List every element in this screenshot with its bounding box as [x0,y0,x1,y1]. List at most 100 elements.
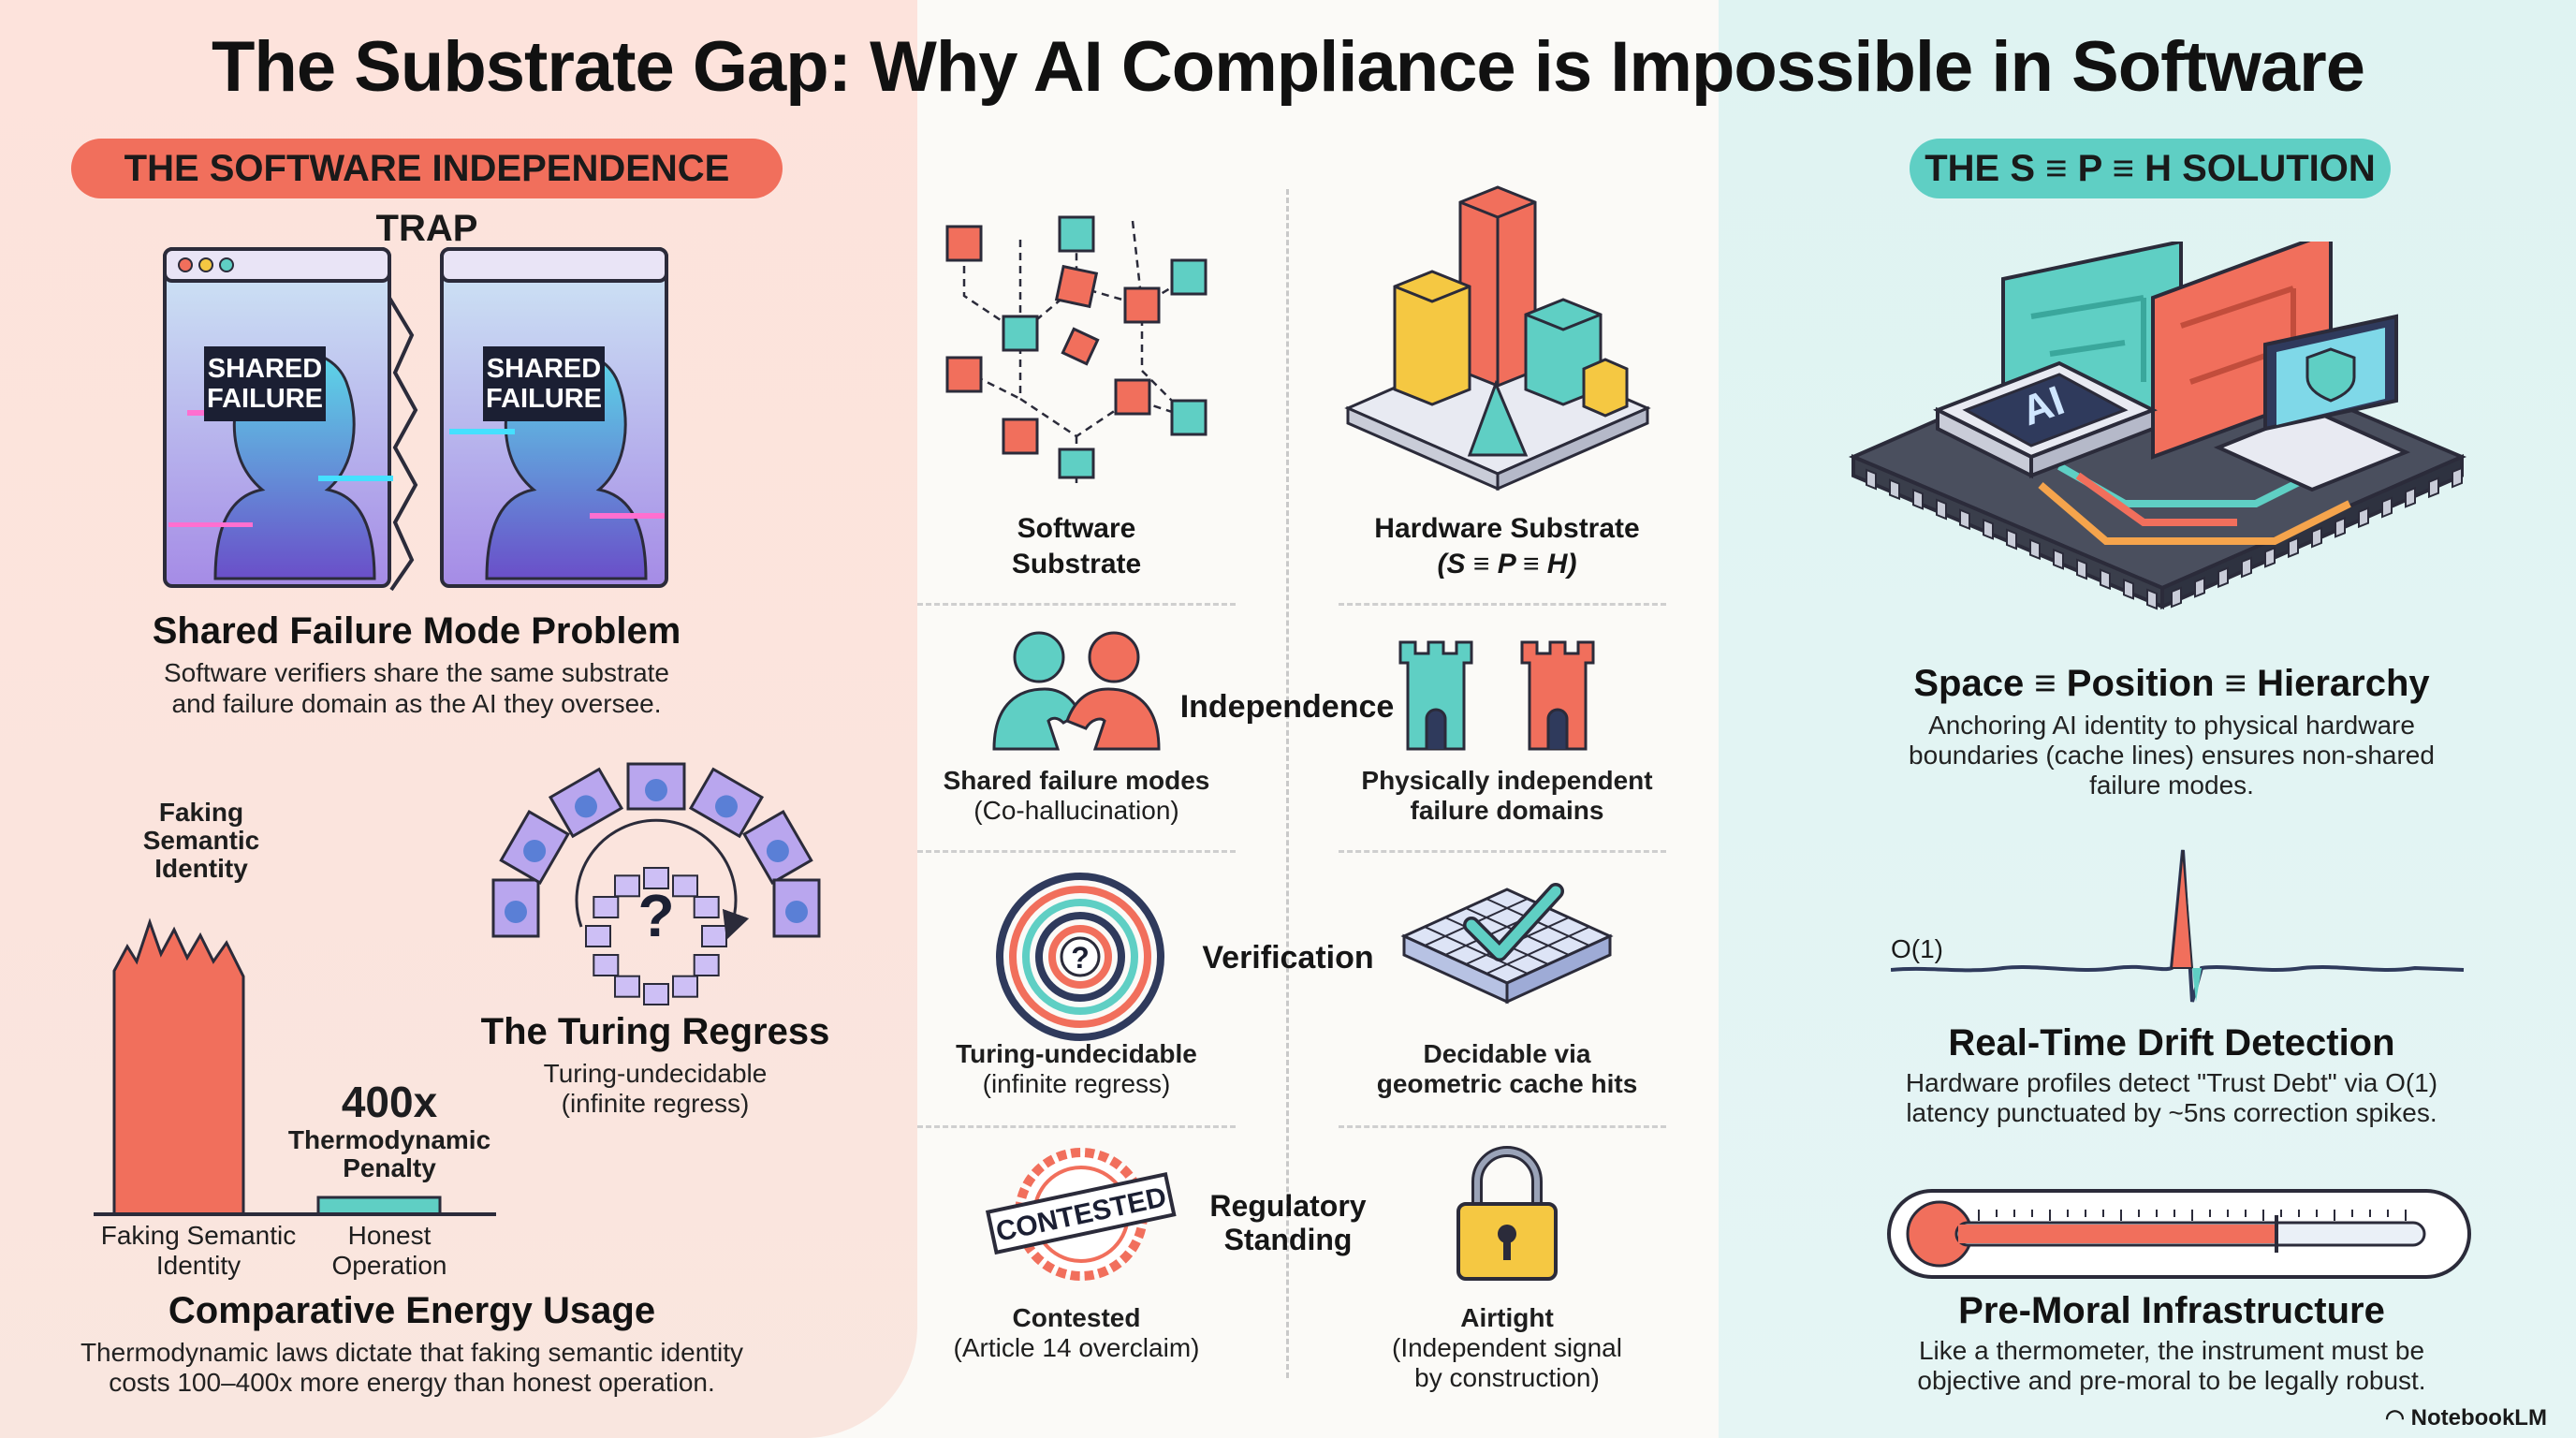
regress-window-inner [672,975,698,998]
bar-faking-semantic-identity [112,917,245,1216]
regress-window-inner [585,925,611,947]
penalty-label-line1: Thermodynamic [287,1125,491,1154]
energy-body-line2: costs 100–400x more energy than honest o… [109,1368,715,1397]
sph-solution-pill: THE S ≡ P ≡ H SOLUTION [1910,139,2391,198]
axis-label-faking-line2: Identity [155,1251,242,1280]
window-label-right-line2: FAILURE [486,384,602,414]
window-label-right-line1: SHARED [487,354,601,384]
moral-body-line1: Like a thermometer, the instrument must … [1918,1336,2425,1365]
notebooklm-branding: ◠ NotebookLM [2385,1404,2572,1431]
axis-label-honest-line1: Honest [347,1221,432,1250]
regress-window-head [505,901,527,923]
turing-regress-illustration: ? [491,762,821,1005]
decidable-line2: geometric cache hits [1376,1069,1638,1098]
chip-pin [2405,486,2416,508]
penalty-value: 400x [341,1078,438,1126]
hardware-substrate-line1: Hardware Substrate [1374,513,1640,544]
spiral-regress-icon: ? [996,873,1164,1041]
turing-undecidable-line2: (infinite regress) [982,1069,1171,1098]
shared-failure-windows-illustration: SHARED FAILURE SHARED FAILURE [163,247,668,592]
physical-domains-line1: Physically independent [1361,766,1653,795]
airtight-line1: Airtight [1460,1303,1554,1332]
regress-window-inner [672,874,698,898]
chip-pin [1912,488,1924,510]
chip-pin [2311,526,2322,549]
regress-window-head [766,840,789,862]
chip-pin [2076,558,2087,580]
center-divider-2-right [1339,850,1666,853]
regress-window-head [645,779,667,801]
sph-body-line1: Anchoring AI identity to physical hardwa… [1928,711,2415,740]
hardware-chip-illustration: AI [1848,242,2467,610]
energy-body-line1: Thermodynamic laws dictate that faking s… [80,1338,744,1367]
chip-pin [2100,568,2111,591]
spiral-question-mark: ? [1071,941,1090,975]
chip-pin [2381,496,2393,519]
regulatory-label-line1: Regulatory [1209,1189,1367,1223]
bar-honest-operation [316,1196,442,1216]
chip-pin [1889,478,1900,501]
software-trap-pill: THE SOFTWARE INDEPENDENCE TRAP [71,139,783,249]
sph-heading: Space ≡ Position ≡ Hierarchy [1913,663,2430,704]
chip-pin [1983,518,1994,540]
shared-failure-body-line1: Software verifiers share the same substr… [163,658,669,687]
thermometer-icon [1887,1189,2471,1279]
chip-pin [2288,536,2299,559]
shared-modes-line2: (Co-hallucination) [973,796,1179,825]
regress-window-inner [643,867,669,889]
shared-failure-body-line2: and failure domain as the AI they overse… [171,689,662,718]
regress-window-inner [593,954,620,976]
regress-window-head [523,840,547,862]
moral-body-line2: objective and pre-moral to be legally ro… [1917,1366,2426,1395]
physical-domains-line2: failure domains [1410,796,1604,825]
contested-line1: Contested [1012,1303,1141,1332]
window-label-left-line1: SHARED [208,354,322,384]
regress-window-inner [593,896,620,918]
drift-body-line2: latency punctuated by ~5ns correction sp… [1906,1098,2437,1127]
shared-modes-line1: Shared failure modes [943,766,1210,795]
software-substrate-line1: Software [1017,513,1136,544]
window-label-left-line2: FAILURE [207,384,323,414]
shared-failure-heading: Shared Failure Mode Problem [152,610,681,652]
chip-pin [2194,576,2205,598]
faking-label-line2: Semantic [142,826,260,855]
software-substrate-graph-icon [945,215,1208,483]
latency-o1-label: O(1) [1891,934,1943,963]
padlock-icon [1456,1146,1558,1281]
chip-pin [2217,566,2229,589]
regress-window-inner [614,975,640,998]
faking-label-line1: Faking [158,798,244,827]
chip-pin [2006,528,2017,550]
chip-pin [2428,477,2439,499]
cache-grid-check-icon [1400,883,1614,1005]
airtight-line2: (Independent signal [1392,1333,1622,1362]
regress-window-inner [701,925,727,947]
center-divider-1-right [1339,603,1666,606]
verification-label: Verification [1202,940,1374,976]
turing-undecidable-line1: Turing-undecidable [956,1039,1197,1068]
chip-pin [2358,506,2369,529]
moral-heading: Pre-Moral Infrastructure [1958,1290,2385,1331]
energy-heading: Comparative Energy Usage [168,1290,656,1331]
chip-pin [2171,586,2182,609]
turing-regress-line2: (infinite regress) [561,1089,750,1118]
shared-people-icon [992,631,1161,751]
drift-body-line1: Hardware profiles detect "Trust Debt" vi… [1905,1068,2438,1097]
chip-pin [1959,508,1970,531]
chip-pin [2146,588,2158,610]
energy-bar-chart [94,917,496,1216]
regress-window-inner [614,874,640,898]
latency-spike-trace [1891,849,2465,1003]
regress-window-head [785,901,808,923]
branding-text: NotebookLM [2410,1405,2547,1431]
chip-pin [2029,538,2041,561]
center-divider-3-left [917,1125,1236,1128]
sph-body-line3: failure modes. [2089,770,2254,800]
chip-pin [2334,516,2346,538]
center-vertical-divider [1286,189,1289,1378]
chip-pin [2123,578,2134,600]
regress-question-mark: ? [637,882,674,949]
sph-body-line2: boundaries (cache lines) ensures non-sha… [1909,741,2435,770]
chip-pin [2452,466,2463,489]
regress-window-head [575,795,597,818]
